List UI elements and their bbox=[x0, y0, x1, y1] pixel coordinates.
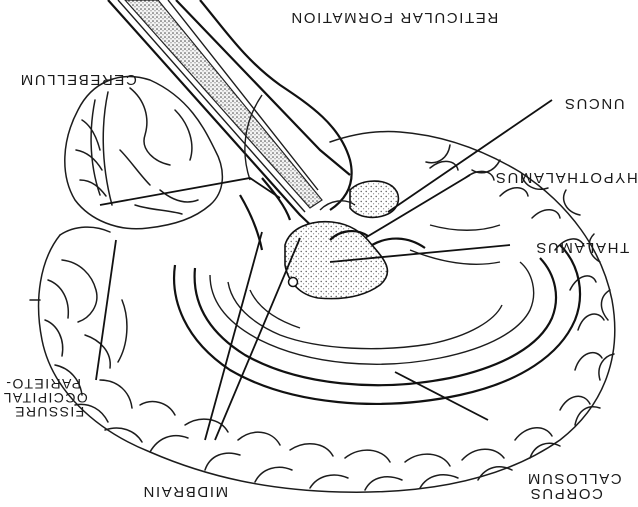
label-reticular-formation: RETICULAR FORMATION bbox=[290, 9, 498, 26]
svg-text:CORPUS: CORPUS bbox=[529, 485, 603, 502]
uncus-region bbox=[350, 181, 398, 217]
reticular-formation-region bbox=[125, 0, 322, 208]
label-midbrain: MIDBRAIN bbox=[142, 483, 228, 500]
midbrain-leader-b bbox=[215, 238, 300, 440]
diencephalon-region bbox=[240, 178, 500, 299]
label-thalamus: THALAMUS bbox=[535, 239, 629, 256]
label-corpus-callosum: CALLOSUM CORPUS bbox=[526, 470, 621, 502]
parieto-occipital-leader-a bbox=[96, 240, 116, 380]
svg-text:CALLOSUM: CALLOSUM bbox=[526, 470, 621, 487]
cerebellum-leader bbox=[100, 178, 280, 205]
svg-text:CEREBELLUM: CEREBELLUM bbox=[19, 71, 137, 88]
cerebellum bbox=[65, 77, 223, 229]
svg-text:HYPOTHALAMUS: HYPOTHALAMUS bbox=[494, 169, 637, 186]
svg-text:UNCUS: UNCUS bbox=[563, 95, 624, 112]
label-cerebellum: CEREBELLUM bbox=[19, 71, 137, 88]
label-hypothalamus: HYPOTHALAMUS bbox=[494, 169, 637, 186]
svg-text:THALAMUS: THALAMUS bbox=[535, 239, 629, 256]
svg-text:PARIETO-: PARIETO- bbox=[5, 376, 81, 392]
svg-text:RETICULAR FORMATION: RETICULAR FORMATION bbox=[290, 9, 498, 26]
svg-text:MIDBRAIN: MIDBRAIN bbox=[142, 483, 228, 500]
label-uncus: UNCUS bbox=[563, 95, 624, 112]
label-parieto-occipital-fissure: FISSURE OCCIPITAL PARIETO- bbox=[2, 376, 87, 420]
